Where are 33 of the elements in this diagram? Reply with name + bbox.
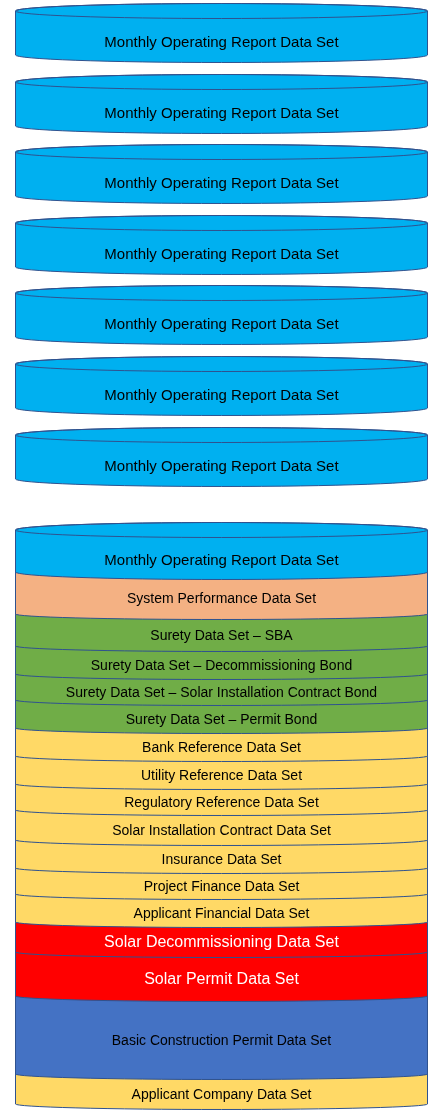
- layer-label: Monthly Operating Report Data Set: [103, 551, 340, 567]
- layer-label: Basic Construction Permit Data Set: [110, 1032, 333, 1047]
- layer-label: Applicant Company Data Set: [130, 1086, 313, 1101]
- layer-label: Monthly Operating Report Data Set: [103, 315, 340, 331]
- layer-label: Solar Installation Contract Data Set: [111, 822, 332, 837]
- layer-label: Monthly Operating Report Data Set: [103, 457, 340, 473]
- database-cylinder: [15, 215, 428, 275]
- layer-label: Surety Data Set – Permit Bond: [124, 711, 319, 726]
- layer-label: Monthly Operating Report Data Set: [103, 33, 340, 49]
- layer-label: Project Finance Data Set: [142, 878, 301, 893]
- database-cylinder: [15, 522, 428, 580]
- layer-label: Insurance Data Set: [160, 851, 283, 866]
- layer-label: Utility Reference Data Set: [139, 767, 304, 782]
- layer-label: Surety Data Set – SBA: [149, 627, 294, 642]
- database-cylinder: [15, 427, 428, 487]
- database-cylinder: [15, 285, 428, 345]
- database-cylinder: [15, 3, 428, 63]
- layer-label: Monthly Operating Report Data Set: [103, 104, 340, 120]
- layer-label: Solar Decommissioning Data Set: [103, 933, 340, 950]
- layer-label: Monthly Operating Report Data Set: [103, 386, 340, 402]
- layer-label: Applicant Financial Data Set: [132, 905, 311, 920]
- layer-label: Monthly Operating Report Data Set: [103, 245, 340, 261]
- database-cylinder: [15, 356, 428, 416]
- layer-label: System Performance Data Set: [125, 590, 318, 605]
- layer-label: Bank Reference Data Set: [141, 739, 302, 754]
- layer-label: Surety Data Set – Decommissioning Bond: [89, 657, 354, 672]
- database-cylinder: [15, 74, 428, 134]
- layer-label: Solar Permit Data Set: [143, 970, 300, 987]
- layer-label: Surety Data Set – Solar Installation Contract Bond: [64, 684, 379, 699]
- database-cylinder: [15, 144, 428, 204]
- layer-label: Monthly Operating Report Data Set: [103, 174, 340, 190]
- database-layer: [15, 996, 428, 1080]
- layer-label: Regulatory Reference Data Set: [123, 794, 320, 809]
